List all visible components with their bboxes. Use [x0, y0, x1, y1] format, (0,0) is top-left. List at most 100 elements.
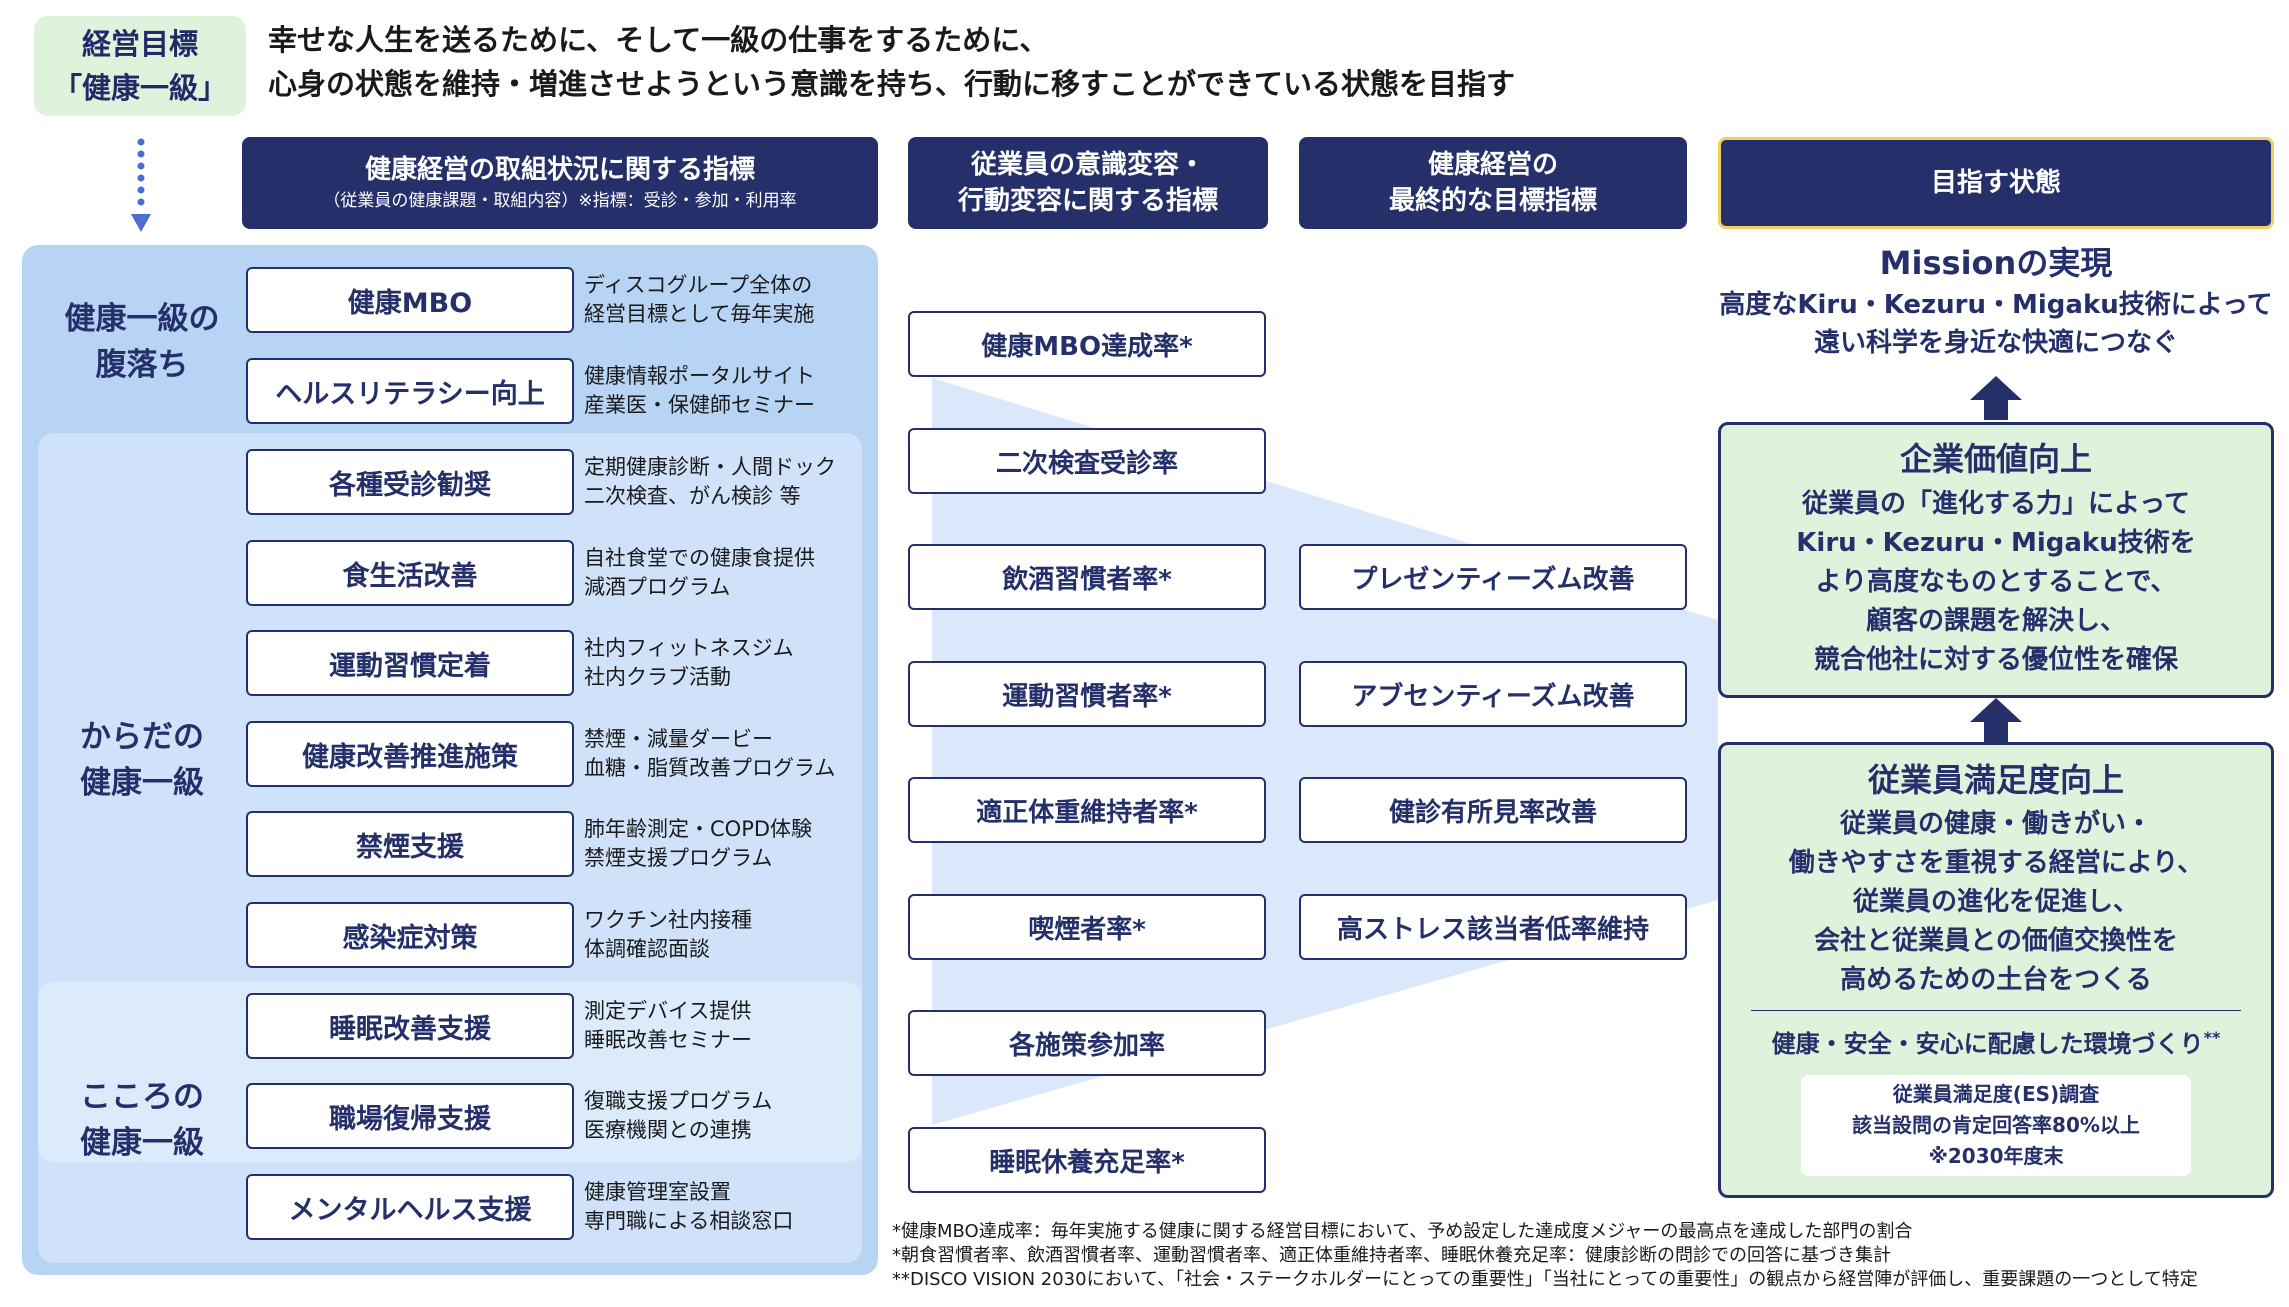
employee-satisfaction-line: 従業員の進化を促進し、 [1852, 887, 2139, 917]
initiative-item: 禁煙支援 [246, 811, 574, 877]
initiative-desc-line: 社内フィットネスジム [584, 636, 794, 660]
goal-badge-line1: 経営目標 [81, 27, 198, 61]
initiative-desc: ワクチン社内接種体調確認面談 [584, 906, 752, 964]
initiative-desc-line: 禁煙・減量ダービー [584, 727, 773, 751]
footnote-line: *朝食習慣者率、飲酒習慣者率、運動習慣者率、適正体重維持者率、睡眠休養充足率：健… [892, 1245, 1891, 1266]
mission-block: Missionの実現 高度なKiru・Kezuru・Migaku技術によって 遠… [1718, 240, 2274, 362]
header-col3-line2: 最終的な目標指標 [1388, 186, 1597, 216]
initiative-item: 睡眠改善支援 [246, 993, 574, 1059]
header-col1-subtitle: （従業員の健康課題・取組内容）※指標：受診・参加・利用率 [323, 191, 797, 211]
environment-footnote-mark: ** [2203, 1028, 2221, 1047]
header-col1-title: 健康経営の取組状況に関する指標 [364, 155, 755, 185]
header-col3-line1: 健康経営の [1427, 150, 1558, 180]
behavior-indicator: 睡眠休養充足率* [908, 1127, 1266, 1193]
final-indicator: 健診有所見率改善 [1299, 777, 1687, 843]
up-arrow-icon [1970, 376, 2022, 420]
dotted-down-arrow-icon [131, 138, 151, 232]
initiative-desc-line: 専門職による相談窓口 [584, 1209, 794, 1233]
initiative-desc: 肺年齢測定・COPD体験禁煙支援プログラム [584, 815, 812, 873]
footnote-line: *健康MBO達成率：毎年実施する健康に関する経営目標において、予め設定した達成度… [892, 1221, 1913, 1242]
employee-satisfaction-box: 従業員満足度向上 従業員の健康・働きがい・ 働きやすさを重視する経営により、 従… [1718, 742, 2274, 1198]
initiative-desc-line: 睡眠改善セミナー [584, 1028, 752, 1052]
employee-satisfaction-line: 働きやすさを重視する経営により、 [1788, 848, 2204, 878]
initiative-desc-line: 血糖・脂質改善プログラム [584, 756, 836, 780]
corporate-value-box: 企業価値向上 従業員の「進化する力」によって Kiru・Kezuru・Migak… [1718, 422, 2274, 698]
initiative-desc-line: 健康情報ポータルサイト [584, 364, 815, 388]
divider [1751, 1010, 2241, 1011]
initiative-desc-line: 定期健康診断・人間ドック [584, 455, 836, 479]
up-arrow-icon [1970, 698, 2022, 742]
initiative-item: 職場復帰支援 [246, 1083, 574, 1149]
initiative-item: 感染症対策 [246, 902, 574, 968]
behavior-indicator: 運動習慣者率* [908, 661, 1266, 727]
corporate-value-line: 競合他社に対する優位性を確保 [1813, 645, 2178, 675]
mission-line1: 高度なKiru・Kezuru・Migaku技術によって [1719, 290, 2273, 320]
corporate-value-line: Kiru・Kezuru・Migaku技術を [1796, 528, 2196, 558]
initiative-desc-line: 減酒プログラム [584, 575, 731, 599]
management-goal-badge: 経営目標 「健康一級」 [34, 16, 246, 116]
final-indicator: プレゼンティーズム改善 [1299, 544, 1687, 610]
initiative-desc: ディスコグループ全体の経営目標として毎年実施 [584, 271, 814, 329]
employee-satisfaction-line: 会社と従業員との価値交換性を [1814, 926, 2178, 956]
category-line: こころの [80, 1079, 204, 1115]
behavior-indicator: 健康MBO達成率* [908, 311, 1266, 377]
goal-statement-line1: 幸せな人生を送るために、そして一級の仕事をするために、 [268, 23, 1049, 57]
initiative-desc-line: 医療機関との連携 [584, 1118, 752, 1142]
initiative-desc-line: 産業医・保健師セミナー [584, 393, 815, 417]
category-line: 健康一級 [80, 1125, 204, 1161]
initiative-desc-line: 健康管理室設置 [584, 1180, 731, 1204]
initiative-desc: 定期健康診断・人間ドック二次検査、がん検診 等 [584, 453, 836, 511]
category-mind-health: こころの 健康一級 [44, 1070, 240, 1170]
behavior-indicator: 各施策参加率 [908, 1010, 1266, 1076]
goal-badge-line2: 「健康一級」 [52, 71, 227, 105]
initiative-desc-line: 経営目標として毎年実施 [584, 302, 815, 326]
mission-line2: 遠い科学を身近な快適につなぐ [1813, 328, 2178, 358]
employee-satisfaction-line: 高めるための土台をつくる [1840, 965, 2152, 995]
initiative-item: 健康改善推進施策 [246, 721, 574, 787]
behavior-indicator: 二次検査受診率 [908, 428, 1266, 494]
goal-statement-line2: 心身の状態を維持・増進させようという意識を持ち、行動に移すことができている状態を… [268, 67, 1516, 101]
initiative-desc-line: 禁煙支援プログラム [584, 846, 773, 870]
initiative-desc-line: 測定デバイス提供 [584, 999, 752, 1023]
initiative-desc: 自社食堂での健康食提供減酒プログラム [584, 544, 815, 602]
final-indicator: 高ストレス該当者低率維持 [1299, 894, 1687, 960]
category-body-health: からだの 健康一級 [44, 710, 240, 810]
initiative-desc-line: 社内クラブ活動 [584, 665, 731, 689]
employee-satisfaction-title: 従業員満足度向上 [1867, 761, 2124, 799]
header-initiative-indicators: 健康経営の取組状況に関する指標 （従業員の健康課題・取組内容）※指標：受診・参加… [242, 137, 878, 229]
header-col2-line1: 従業員の意識変容・ [970, 150, 1205, 180]
category-line: 健康一級 [80, 765, 204, 801]
header-final-indicators: 健康経営の 最終的な目標指標 [1299, 137, 1687, 229]
initiative-item: 健康MBO [246, 267, 574, 333]
category-line: 健康一級の [64, 301, 220, 337]
header-col2-line2: 行動変容に関する指標 [957, 186, 1218, 216]
initiative-desc-line: 二次検査、がん検診 等 [584, 484, 801, 508]
initiative-desc-line: 復職支援プログラム [584, 1089, 773, 1113]
initiative-item: 食生活改善 [246, 540, 574, 606]
initiative-desc-line: ワクチン社内接種 [584, 908, 752, 932]
es-survey-box: 従業員満足度(ES)調査 該当設問の肯定回答率80%以上 ※2030年度末 [1801, 1075, 2191, 1176]
footnote-line: **DISCO VISION 2030において、「社会・ステークホルダーにとって… [892, 1269, 2198, 1290]
header-col4-title: 目指す状態 [1930, 168, 2061, 198]
mission-title: Missionの実現 [1879, 244, 2113, 282]
behavior-indicator: 飲酒習慣者率* [908, 544, 1266, 610]
corporate-value-title: 企業価値向上 [1899, 440, 2092, 478]
es-survey-line1: 従業員満足度(ES)調査 [1892, 1082, 2100, 1106]
es-survey-line3: ※2030年度末 [1928, 1144, 2064, 1168]
initiative-desc-line: 自社食堂での健康食提供 [584, 546, 815, 570]
initiative-desc: 禁煙・減量ダービー血糖・脂質改善プログラム [584, 725, 835, 783]
initiative-item: メンタルヘルス支援 [246, 1174, 574, 1240]
initiative-item: 運動習慣定着 [246, 630, 574, 696]
environment-text-main: 健康・安全・安心に配慮した環境づくり [1771, 1030, 2204, 1058]
category-health-understanding: 健康一級の 腹落ち [44, 292, 240, 392]
initiative-desc-line: 肺年齢測定・COPD体験 [584, 817, 813, 841]
header-behavior-indicators: 従業員の意識変容・ 行動変容に関する指標 [908, 137, 1268, 229]
corporate-value-line: 顧客の課題を解決し、 [1865, 606, 2126, 636]
footnotes: *健康MBO達成率：毎年実施する健康に関する経営目標において、予め設定した達成度… [892, 1220, 2198, 1292]
initiative-desc: 健康情報ポータルサイト産業医・保健師セミナー [584, 362, 815, 420]
initiative-desc-line: 体調確認面談 [584, 937, 710, 961]
initiative-desc: 社内フィットネスジム社内クラブ活動 [584, 634, 794, 692]
environment-text: 健康・安全・安心に配慮した環境づくり** [1721, 1015, 2271, 1067]
es-survey-line2: 該当設問の肯定回答率80%以上 [1852, 1113, 2140, 1137]
behavior-indicator: 喫煙者率* [908, 894, 1266, 960]
